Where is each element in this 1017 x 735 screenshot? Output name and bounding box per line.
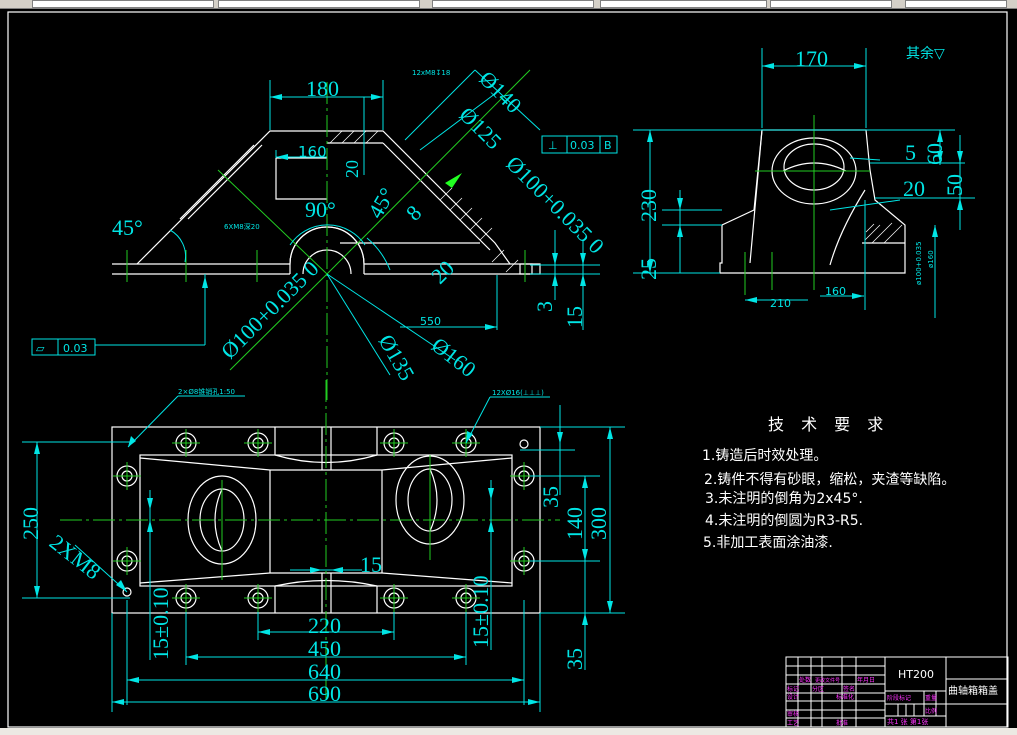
flatness-tolerance-frame: ▱ 0.03 [31, 338, 96, 356]
dim-230: 230 [636, 189, 661, 222]
tech-item-3: 3.未注明的倒角为2x45°. [705, 491, 863, 507]
tb-label: 年月日 [857, 676, 875, 684]
pin-hole-note: 2×Ø8锥销孔1:50 [178, 387, 235, 396]
status-bar [0, 728, 1017, 735]
dim-angle-45-right: 45° [363, 183, 400, 222]
tb-label: 处数 [799, 676, 811, 684]
tb-label: 工艺 [787, 719, 799, 727]
dim-15: 15 [562, 306, 587, 328]
plotstyle-dropdown[interactable] [770, 0, 892, 8]
dim-450: 450 [308, 636, 341, 661]
dim-d100-left: Ø100+0.035 0 [216, 256, 324, 364]
dim-angle-90: 90° [305, 197, 336, 222]
tb-label: 标记 [787, 685, 799, 693]
tb-label: 签名 [843, 685, 855, 693]
dim-d100-side: ø100+0.035 [915, 241, 923, 285]
hole-note-small: 6XM8深20 [224, 222, 260, 231]
dim-50: 50 [942, 174, 967, 196]
tech-item-1: 1.铸造后时效处理。 [702, 448, 827, 464]
dim-640: 640 [308, 659, 341, 684]
tb-label: 重量 [925, 694, 937, 702]
part-name: 曲轴箱箱盖 [948, 684, 998, 697]
tech-item-4: 4.未注明的倒圆为R3-R5. [705, 513, 863, 529]
drawing-border [7, 11, 1008, 728]
dim-tol-left: 15±0.10 [148, 587, 173, 660]
tb-label: 设计 [787, 693, 799, 701]
dim-20-side: 20 [903, 176, 925, 201]
perpendicularity-tolerance-frame: ⊥ 0.03 B [541, 135, 618, 154]
tech-title: 技 术 要 求 [768, 415, 889, 434]
dim-tol-right: 15±0.10 [468, 575, 493, 648]
dim-d160: Ø160 [427, 332, 481, 382]
dim-5: 5 [905, 140, 916, 165]
tech-item-5: 5.非加工表面涂油漆. [703, 535, 833, 551]
dim-60: 60 [922, 143, 947, 165]
dim-rib-20: 20 [426, 255, 459, 288]
color-dropdown[interactable] [218, 0, 420, 8]
tb-label: 标准化 [836, 693, 854, 701]
flatness-value: 0.03 [63, 342, 88, 355]
dim-15-center: 15 [360, 552, 382, 577]
dim-690: 690 [308, 681, 341, 706]
datum-label: B [604, 139, 612, 152]
dim-35-top: 35 [538, 486, 563, 508]
roughness-note: 其余▽ [906, 45, 945, 62]
linetype-dropdown[interactable] [432, 0, 594, 8]
tb-label: 分区 [812, 685, 824, 693]
side-view: 其余▽ 170 230 25 5 60 50 20 210 160 ø100+0… [633, 45, 975, 318]
technical-requirements: 技 术 要 求 1.铸造后时效处理。 2.铸件不得有砂眼，缩松，夹渣等缺陷。 3… [702, 415, 955, 551]
dim-550: 550 [420, 315, 441, 328]
dim-160: 160 [298, 143, 327, 161]
hole-note-top: 12xM8↧18 [412, 69, 450, 77]
dim-25: 25 [636, 258, 661, 280]
bolt-hole-note: 12XØ16(⊥⊥⊥) [492, 389, 544, 397]
dim-170: 170 [795, 46, 828, 71]
dim-d125: Ø125 [454, 102, 506, 154]
perpendicular-icon: ⊥ [548, 139, 558, 152]
flatness-icon: ▱ [36, 342, 45, 355]
material-label: HT200 [898, 668, 934, 681]
cad-toolbar [0, 0, 1017, 9]
tb-label: 审核 [787, 710, 799, 718]
tb-label: 阶段标记 [887, 694, 911, 702]
dim-20-top: 20 [342, 160, 362, 178]
tb-label: 批准 [836, 719, 848, 727]
title-block: HT200 曲轴箱箱盖 标记 处数 分区 更改文件号 签名 年月日 设计 标准化… [785, 656, 1009, 728]
lineweight-dropdown[interactable] [600, 0, 767, 8]
dim-180: 180 [306, 76, 339, 101]
dim-250: 250 [18, 507, 43, 540]
dim-210: 210 [770, 297, 791, 310]
tb-label: 比例 [925, 707, 937, 715]
dim-angle-45-left: 45° [112, 215, 143, 240]
layer-dropdown[interactable] [32, 0, 214, 8]
top-view: 2×Ø8锥销孔1:50 12XØ16(⊥⊥⊥) 250 2XM8 15±0.10… [18, 380, 625, 712]
dim-220: 220 [308, 613, 341, 638]
dim-300: 300 [586, 507, 611, 540]
tech-item-2: 2.铸件不得有砂眼，缩松，夹渣等缺陷。 [704, 471, 955, 488]
dim-35-bottom: 35 [562, 648, 587, 670]
dim-2xm8: 2XM8 [45, 529, 106, 584]
sheet-count: 共1 张 第1张 [887, 717, 928, 726]
front-view: 180 160 20 45° 90° 45° Ø140 Ø125 Ø100+0.… [31, 66, 618, 400]
dim-d135: Ø135 [374, 330, 420, 385]
dim-160-side: 160 [825, 285, 846, 298]
perpendicularity-value: 0.03 [570, 139, 595, 152]
dim-140: 140 [562, 507, 587, 540]
style-dropdown[interactable] [905, 0, 1007, 8]
dim-d160-side: ø160 [927, 250, 935, 268]
dim-3: 3 [532, 301, 557, 312]
tb-label: 更改文件号 [815, 677, 840, 684]
dim-wall-8: 8 [401, 200, 426, 225]
